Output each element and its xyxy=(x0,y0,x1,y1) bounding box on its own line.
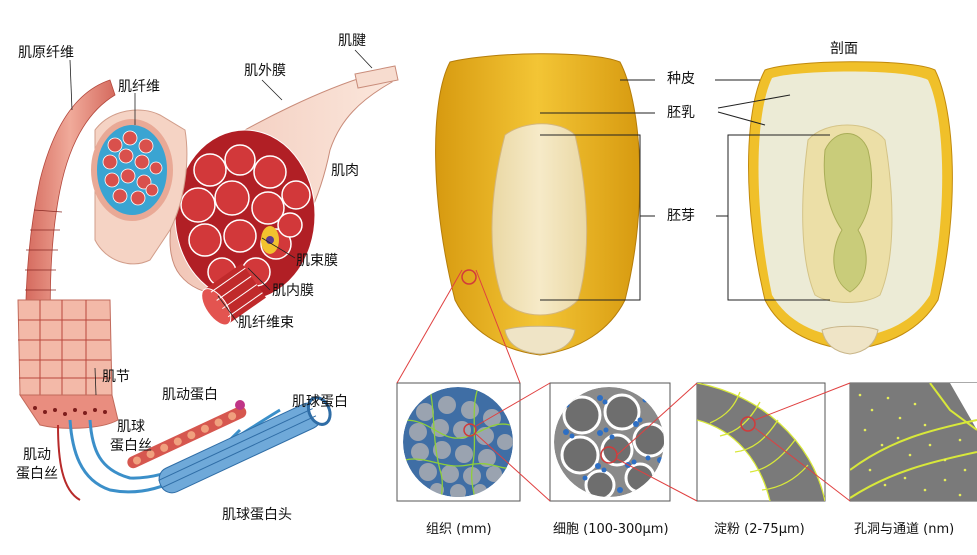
label-myosin-filament: 肌球 蛋白丝 xyxy=(102,418,160,456)
label-actin-filament: 肌动 蛋白丝 xyxy=(12,446,62,484)
corn-kernel-outer xyxy=(436,54,640,355)
label-germ: 胚芽 xyxy=(667,209,695,223)
scale-panel-tissue xyxy=(397,383,520,501)
label-actin: 肌动蛋白 xyxy=(162,388,218,402)
label-section: 剖面 xyxy=(830,42,858,56)
label-endosperm: 胚乳 xyxy=(667,106,695,120)
label-muscle: 肌肉 xyxy=(331,164,359,178)
label-tendon: 肌腱 xyxy=(338,34,366,48)
label-muscle-fiber: 肌纤维 xyxy=(118,80,160,94)
caption-starch: 淀粉 (2-75μm) xyxy=(714,518,805,537)
label-pericarp: 种皮 xyxy=(667,72,695,86)
label-epimysium: 肌外膜 xyxy=(244,64,286,78)
label-perimysium: 肌束膜 xyxy=(296,254,338,268)
caption-tissue: 组织 (mm) xyxy=(426,518,492,537)
caption-pores: 孔洞与通道 (nm) xyxy=(854,518,954,537)
label-myosin: 肌球蛋白 xyxy=(292,395,348,409)
label-myofibril: 肌原纤维 xyxy=(18,46,74,60)
caption-cells: 细胞 (100-300μm) xyxy=(553,518,669,537)
label-myosin-head: 肌球蛋白头 xyxy=(222,508,292,522)
label-sarcomere: 肌节 xyxy=(102,370,130,384)
label-fascicle: 肌纤维束 xyxy=(238,316,294,330)
scale-panel-cells xyxy=(550,383,670,501)
scale-panel-pores xyxy=(850,383,977,501)
corn-kernel-section xyxy=(749,62,953,354)
label-endomysium: 肌内膜 xyxy=(272,284,314,298)
muscle-illustration xyxy=(18,50,398,500)
